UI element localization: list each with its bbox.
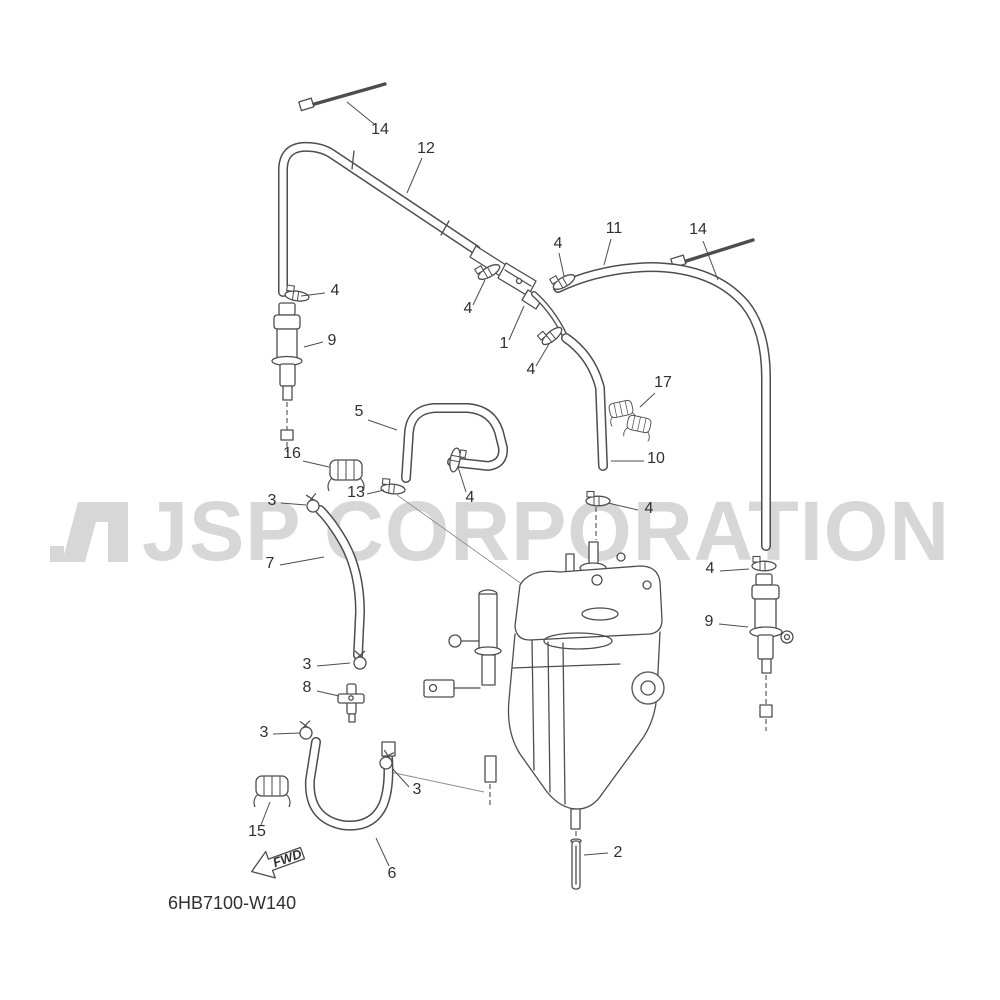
hose-11 (553, 261, 771, 551)
callout-label-3-21: 3 (303, 656, 312, 673)
hose-7 (315, 505, 366, 660)
callout-leader-3-21 (316, 662, 351, 667)
clamp-15 (253, 775, 291, 808)
callout-label-4-17: 4 (645, 500, 654, 517)
callout-leader-7-18 (279, 556, 325, 566)
watermark: JSP CORPORATION (50, 484, 950, 578)
callout-label-13-14: 13 (347, 484, 365, 501)
callout-leader-16-12 (302, 460, 330, 468)
association-lines (389, 494, 541, 793)
callout-label-4-7: 4 (464, 300, 473, 317)
callout-label-2-27: 2 (614, 844, 623, 861)
callout-label-3-15: 3 (268, 492, 277, 509)
callout-leader-11-3 (603, 238, 612, 266)
watermark-logo-dot (50, 546, 64, 562)
hose-12 (278, 141, 481, 297)
fuel-pump-assembly (423, 507, 665, 830)
callout-label-17-10: 17 (654, 374, 672, 391)
callout-leader-4-17 (607, 502, 639, 511)
callout-leader-3-15 (280, 502, 307, 506)
callout-leader-6-26 (375, 837, 390, 867)
watermark-logo-mark (62, 502, 128, 562)
hose-5 (401, 403, 509, 483)
callout-leader-12-1 (406, 157, 423, 194)
fwd-arrow: FWD (251, 846, 306, 879)
callout-label-6-26: 6 (388, 865, 397, 882)
callout-leader-4-7 (472, 279, 486, 306)
callout-leader-4-5 (300, 292, 326, 297)
callout-leader-9-6 (303, 341, 324, 348)
callout-label-9-6: 9 (328, 332, 337, 349)
callout-leader-13-14 (366, 489, 385, 495)
callout-leader-5-11 (367, 419, 398, 431)
callout-leader-3-23 (272, 732, 301, 735)
clip-3-hose6-left (298, 719, 314, 741)
callout-label-14-0: 14 (371, 121, 389, 138)
hose-10 (561, 333, 608, 471)
callout-leader-17-10 (639, 392, 656, 408)
callout-label-7-18: 7 (266, 555, 275, 572)
callout-label-4-9: 4 (527, 361, 536, 378)
pipe-joint-8 (337, 683, 365, 723)
callout-leader-14-0 (346, 101, 375, 125)
callout-label-4-5: 4 (331, 282, 340, 299)
callout-leader-4-2 (558, 252, 565, 277)
callout-label-8-22: 8 (303, 679, 312, 696)
callout-leader-4-9 (535, 343, 550, 367)
callout-label-5-11: 5 (355, 403, 364, 420)
callout-leader-9-20 (718, 623, 749, 628)
clamp-4-left-injector (283, 284, 311, 304)
fuel-injector-left (271, 302, 303, 452)
callout-label-4-19: 4 (706, 560, 715, 577)
callout-leader-4-16 (457, 466, 467, 493)
callout-label-12-1: 12 (417, 140, 435, 157)
watermark-text: JSP CORPORATION (142, 484, 950, 578)
plunger-2 (570, 831, 582, 890)
callout-label-3-23: 3 (260, 724, 269, 741)
callout-label-3-24: 3 (413, 781, 422, 798)
callout-leader-8-22 (316, 690, 340, 697)
callout-label-14-4: 14 (689, 221, 707, 238)
callout-label-4-2: 4 (554, 235, 563, 252)
callout-label-4-16: 4 (466, 489, 475, 506)
callout-label-10-13: 10 (647, 450, 665, 467)
callout-leader-4-19 (719, 568, 750, 572)
callout-leader-2-27 (583, 852, 609, 856)
part-code: 6HB7100-W140 (168, 893, 296, 913)
callout-label-9-20: 9 (705, 613, 714, 630)
callout-leader-14-4 (702, 240, 719, 281)
fwd-label: FWD (271, 846, 305, 870)
callout-leader-1-8 (508, 305, 525, 341)
callout-leader-3-24 (391, 767, 410, 788)
callout-label-16-12: 16 (283, 445, 301, 462)
cable-tie-top (298, 82, 387, 112)
hose-6 (304, 737, 396, 831)
clip-17 (606, 398, 654, 442)
fuel-injector-right (749, 573, 794, 731)
callout-leader-15-25 (260, 801, 271, 826)
callout-label-1-8: 1 (500, 335, 509, 352)
callout-label-11-3: 11 (606, 220, 623, 237)
callout-label-15-25: 15 (248, 823, 266, 840)
